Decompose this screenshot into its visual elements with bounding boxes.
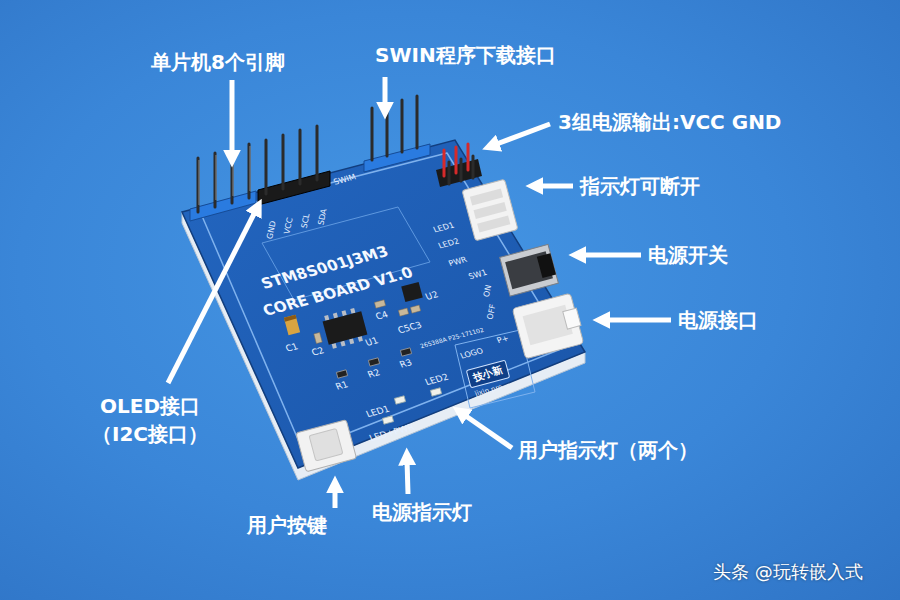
callout-label: 用户指示灯（两个）: [518, 436, 698, 464]
leader-arrow: [538, 184, 573, 189]
silkscreen-text: SCL: [301, 213, 312, 229]
silkscreen-text: LED1: [432, 222, 455, 235]
leader-arrow: [168, 210, 256, 383]
leader-arrow: [463, 414, 512, 448]
silkscreen-text: C1: [284, 342, 299, 353]
pin-highlight: [199, 146, 250, 205]
callout-label: 电源指示灯: [372, 498, 472, 526]
smd-parts: [314, 300, 421, 344]
silkscreen-text: P+: [496, 335, 510, 345]
leader-arrow: [407, 460, 408, 494]
callout-label: 电源接口: [678, 306, 758, 334]
pcb-top: [182, 140, 585, 468]
silkscreen-text: C4: [374, 310, 389, 321]
leader-arrow: [333, 488, 338, 508]
silkscreen-text: VCC: [283, 217, 294, 235]
pcb: [182, 140, 585, 480]
user-button: [296, 420, 357, 472]
silkscreen-text: C5C3: [397, 321, 424, 336]
silkscreen-frame: [202, 153, 566, 451]
silkscreen-text: C2: [310, 346, 325, 357]
callout-label: OLED接口 （I2C接口）: [85, 392, 215, 448]
silkscreen-text: LED+PWR: [368, 423, 416, 443]
header-housing: [258, 171, 330, 205]
silkscreen-text: R3: [398, 358, 413, 369]
tantalum-capacitor: [284, 315, 300, 335]
callout-label: 3组电源输出:VCC GND: [558, 108, 781, 136]
leader-arrow: [383, 77, 388, 107]
chip-u1: [321, 306, 368, 349]
power-connector: [512, 293, 585, 359]
silkscreen-text: PWR: [448, 256, 469, 268]
callout-label: 指示灯可断开: [580, 172, 700, 200]
leader-arrow: [581, 253, 641, 258]
silkscreen-text: SDA: [317, 208, 328, 226]
silkscreen-text: U1: [364, 336, 380, 348]
silkscreen-text: LED1: [365, 405, 391, 419]
power-header: [436, 144, 482, 187]
leader-arrow: [494, 124, 550, 145]
silkscreen-text: SWIM: [333, 173, 358, 186]
silkscreen-text: 265388A P25-171102: [419, 327, 484, 349]
silkscreen-text: LED2: [437, 238, 460, 251]
chip-u2: [401, 282, 423, 302]
header-housing: [364, 144, 430, 172]
watermark: 头条 @玩转嵌入式: [713, 560, 863, 584]
silkscreen-text: GND: [266, 220, 278, 240]
callout-label: 用户按键: [247, 511, 327, 539]
leds: [382, 388, 441, 424]
silkscreen-text: jixin.pro: [474, 384, 504, 398]
silkscreen-text: R1: [334, 380, 349, 391]
pins: [198, 126, 317, 212]
silkscreen-text: U2: [424, 290, 440, 302]
silkscreen-text: LED2: [424, 373, 450, 387]
logo-box: [466, 360, 509, 388]
silkscreen-text: R2: [366, 368, 381, 379]
pins: [449, 156, 473, 184]
leader-arrow: [605, 318, 671, 323]
leader-arrow: [230, 80, 235, 155]
callout-label: SWIN程序下载接口: [375, 41, 556, 69]
core-board: STM8S001J3M3CORE BOARD V1.0SWIMGNDVCCSCL…: [175, 135, 590, 480]
power-switch: [500, 244, 559, 296]
pins: [372, 96, 417, 160]
silkscreen-text: SW1: [468, 269, 489, 281]
silkscreen-text: 技小新: [471, 365, 504, 382]
callout-label: 电源开关: [648, 241, 728, 269]
silkscreen-text: ON: [483, 284, 493, 298]
silkscreen-text: LOGO: [459, 347, 484, 360]
pin-header: [190, 126, 330, 221]
swim-header: [364, 96, 430, 172]
callout-label: 单片机8个引脚: [151, 48, 285, 76]
jumper-connector: [462, 179, 518, 241]
header-housing: [190, 191, 256, 221]
silkscreen-text: OFF: [486, 304, 497, 321]
